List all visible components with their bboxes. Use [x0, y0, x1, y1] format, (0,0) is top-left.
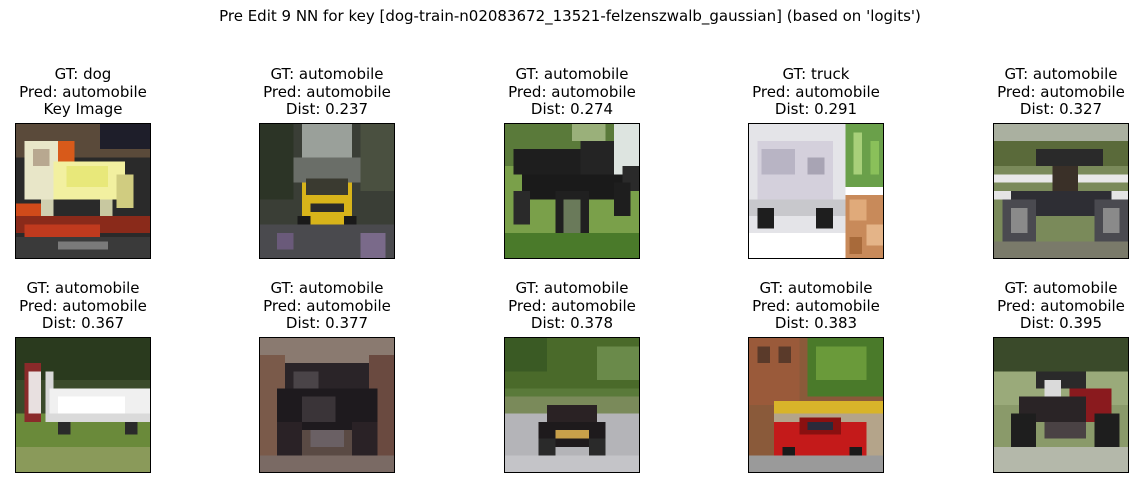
gt-label: GT: dog [54, 65, 112, 83]
pred-label: Pred: automobile [19, 296, 147, 315]
dist-label: Dist: 0.378 [530, 314, 614, 332]
panel-caption: GT: automobile Pred: automobile Dist: 0.… [933, 279, 1140, 333]
dist-label: Dist: 0.377 [285, 314, 369, 332]
dist-label: Dist: 0.395 [1019, 314, 1103, 332]
panel-caption: GT: automobile Pred: automobile Dist: 0.… [199, 65, 455, 119]
vintage-car-road-photo-icon [504, 337, 640, 473]
black-vintage-car-photo-icon [504, 123, 640, 259]
gt-label: GT: automobile [26, 279, 140, 297]
white-truck-photo-icon [748, 123, 884, 259]
panel-caption: GT: truck Pred: automobile Dist: 0.291 [688, 65, 944, 119]
dist-label: Dist: 0.327 [1019, 100, 1103, 118]
gt-label: GT: automobile [759, 279, 873, 297]
pred-label: Pred: automobile [263, 296, 391, 315]
panel-neighbor-7: GT: automobile Pred: automobile Dist: 0.… [504, 279, 640, 473]
panel-caption: GT: automobile Pred: automobile Dist: 0.… [444, 65, 700, 119]
pred-label: Pred: automobile [263, 82, 391, 101]
panel-neighbor-8: GT: automobile Pred: automobile Dist: 0.… [748, 279, 884, 473]
panel-neighbor-6: GT: automobile Pred: automobile Dist: 0.… [259, 279, 395, 473]
classic-car-photo-icon [259, 337, 395, 473]
gt-label: GT: automobile [270, 279, 384, 297]
dist-label: Dist: 0.237 [285, 100, 369, 118]
dog-photo-icon [15, 123, 151, 259]
dist-label: Dist: 0.367 [41, 314, 125, 332]
dist-label: Dist: 0.274 [530, 100, 614, 118]
pred-label: Pred: automobile [997, 82, 1125, 101]
gt-label: GT: truck [782, 65, 850, 83]
panel-neighbor-5: GT: automobile Pred: automobile Dist: 0.… [15, 279, 151, 473]
gt-label: GT: automobile [1004, 279, 1118, 297]
pred-label: Pred: automobile [997, 296, 1125, 315]
panel-neighbor-3: GT: truck Pred: automobile Dist: 0.291 [748, 65, 884, 259]
gt-label: GT: automobile [515, 65, 629, 83]
panel-caption: GT: automobile Pred: automobile Dist: 0.… [0, 279, 211, 333]
gt-label: GT: automobile [270, 65, 384, 83]
vintage-car-photo-icon [993, 123, 1129, 259]
panel-caption: GT: dog Pred: automobile Key Image [0, 65, 211, 119]
yellow-car-photo-icon [259, 123, 395, 259]
panel-neighbor-2: GT: automobile Pred: automobile Dist: 0.… [504, 65, 640, 259]
gt-label: GT: automobile [1004, 65, 1118, 83]
dist-label: Dist: 0.291 [774, 100, 858, 118]
white-limousine-photo-icon [15, 337, 151, 473]
dist-label: Dist: 0.383 [774, 314, 858, 332]
panel-caption: GT: automobile Pred: automobile Dist: 0.… [688, 279, 944, 333]
panel-caption: GT: automobile Pred: automobile Dist: 0.… [933, 65, 1140, 119]
panel-key-image: GT: dog Pred: automobile Key Image [15, 65, 151, 259]
pred-label: Pred: automobile [752, 82, 880, 101]
red-car-photo-icon [748, 337, 884, 473]
pred-label: Pred: automobile [752, 296, 880, 315]
pred-label: Pred: automobile [19, 82, 147, 101]
panel-neighbor-4: GT: automobile Pred: automobile Dist: 0.… [993, 65, 1129, 259]
pred-label: Pred: automobile [508, 296, 636, 315]
pred-label: Pred: automobile [508, 82, 636, 101]
red-vintage-car-photo-icon [993, 337, 1129, 473]
panel-neighbor-1: GT: automobile Pred: automobile Dist: 0.… [259, 65, 395, 259]
key-image-label: Key Image [43, 100, 123, 118]
panel-caption: GT: automobile Pred: automobile Dist: 0.… [444, 279, 700, 333]
panel-caption: GT: automobile Pred: automobile Dist: 0.… [199, 279, 455, 333]
gt-label: GT: automobile [515, 279, 629, 297]
panel-neighbor-9: GT: automobile Pred: automobile Dist: 0.… [993, 279, 1129, 473]
figure-title: Pre Edit 9 NN for key [dog-train-n020836… [219, 7, 921, 25]
